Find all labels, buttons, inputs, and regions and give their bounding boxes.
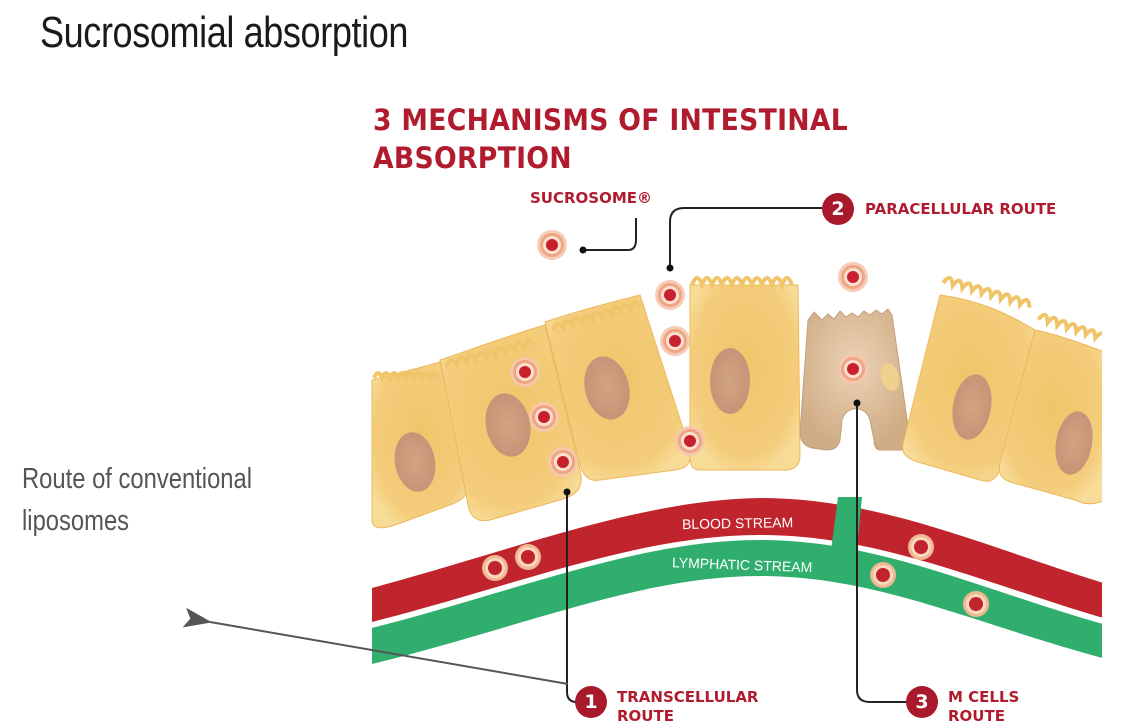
epithelial-cell-1 [371, 361, 471, 529]
diagram-title: 3 MECHANISMS OF INTESTINAL ABSORPTION [373, 101, 848, 177]
epithelial-cell-3 [544, 294, 691, 481]
epithelial-cell-4 [689, 276, 801, 471]
sucrosome-particle [529, 402, 559, 432]
route-2-badge: 2 [822, 193, 854, 225]
blood-stream-label: BLOOD STREAM [682, 514, 794, 532]
epithelial-cell-5 [902, 275, 1036, 482]
sucrosome-particle [510, 357, 540, 387]
sucrosome-label: SUCROSOME® [530, 189, 653, 207]
lymphatic-stream-label: LYMPHATIC STREAM [672, 554, 813, 575]
route-1-label: TRANSCELLULAR ROUTE [617, 688, 758, 726]
sucrosome-in-blood [482, 555, 508, 581]
blood-stream [372, 498, 1102, 622]
side-note-line-2: liposomes [22, 505, 130, 537]
sucrosome-particle [675, 426, 705, 456]
sucrosome-particle [537, 230, 567, 260]
route-1-badge: 1 [575, 686, 607, 718]
sucrosome-particle [548, 447, 578, 477]
conventional-liposomes-note: Route of conventional liposomes [22, 458, 252, 542]
route-3-badge: 3 [906, 686, 938, 718]
route-3-label: M CELLS ROUTE [948, 688, 1019, 726]
route-2-label: PARACELLULAR ROUTE [865, 200, 1057, 218]
epithelial-cell-6 [998, 312, 1102, 505]
slide-title: Sucrosomial absorption [40, 8, 409, 57]
m-cell-lymph-connector [830, 497, 862, 560]
route-3-label-line-2: ROUTE [948, 707, 1005, 725]
route-1-label-line-2: ROUTE [617, 707, 674, 725]
diagram-title-line-2: ABSORPTION [373, 141, 572, 175]
sucrosome-in-blood [908, 534, 934, 560]
sucrosome-particle [660, 326, 690, 356]
lymphatic-stream [372, 540, 1102, 664]
sucrosome-particle [838, 354, 868, 384]
side-note-line-1: Route of conventional [22, 463, 253, 495]
sucrosome-in-lymph [870, 562, 896, 588]
sucrosome-particle [655, 280, 685, 310]
conventional-route-arrow [182, 607, 569, 685]
sucrosome-particle [838, 262, 868, 292]
route-1-label-line-1: TRANSCELLULAR [617, 688, 759, 706]
sucrosome-in-blood [515, 544, 541, 570]
sucrosome-in-lymph [963, 591, 989, 617]
diagram-title-line-1: 3 MECHANISMS OF INTESTINAL [373, 103, 849, 137]
epithelial-cell-2 [439, 324, 582, 522]
route-3-label-line-1: M CELLS [948, 688, 1020, 706]
